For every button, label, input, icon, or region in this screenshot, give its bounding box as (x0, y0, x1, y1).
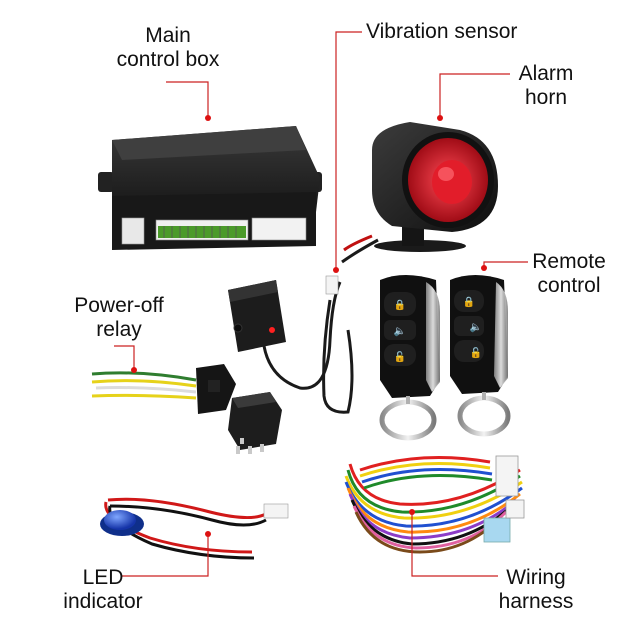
leader-alarm-horn (439, 73, 510, 118)
remote-control-right: 🔒 🔈 🔓 (450, 275, 511, 437)
leader-main-control-box (166, 81, 209, 118)
leader-led-indicator (122, 536, 209, 577)
wiring-harness (344, 455, 525, 554)
alarm-horn (341, 122, 498, 264)
leader-dots (131, 115, 487, 537)
svg-text:🔓: 🔓 (394, 350, 406, 363)
label-remote-control-line2: control (537, 274, 601, 297)
svg-text:🔈: 🔈 (394, 326, 406, 337)
label-led-indicator: LED indicator (48, 566, 158, 614)
label-main-control-box-line1: Main (145, 24, 191, 47)
label-remote-control-line1: Remote (532, 250, 606, 273)
leader-vibration-sensor (335, 31, 362, 268)
label-alarm-horn-line1: Alarm (518, 62, 574, 85)
label-power-off-relay: Power-off relay (62, 294, 176, 342)
led-indicator (100, 497, 289, 560)
svg-text:🔒: 🔒 (394, 299, 406, 311)
leader-power-off-relay (114, 345, 135, 370)
label-vibration-sensor-text: Vibration sensor (366, 20, 518, 43)
power-off-relay (91, 364, 282, 454)
label-led-indicator-line2: indicator (63, 590, 143, 613)
vibration-sensor (228, 275, 354, 414)
leader-lines (114, 31, 528, 577)
label-alarm-horn-line2: horn (524, 86, 568, 109)
svg-text:🔒: 🔒 (463, 296, 475, 308)
label-alarm-horn: Alarm horn (504, 62, 588, 110)
leader-wiring-harness (411, 514, 498, 577)
svg-text:🔓: 🔓 (470, 346, 482, 359)
remote-control-left: 🔒 🔈 🔓 (379, 275, 440, 441)
label-remote-control: Remote control (522, 250, 616, 298)
label-power-off-relay-line1: Power-off (74, 294, 164, 317)
svg-text:🔈: 🔈 (470, 322, 482, 333)
label-main-control-box: Main control box (106, 24, 230, 72)
main-control-box (98, 126, 322, 250)
label-vibration-sensor: Vibration sensor (366, 20, 517, 44)
label-wiring-harness-line1: Wiring (506, 566, 566, 589)
label-power-off-relay-line2: relay (96, 318, 142, 341)
label-main-control-box-line2: control box (116, 48, 220, 71)
label-wiring-harness-line2: harness (498, 590, 574, 613)
label-wiring-harness: Wiring harness (488, 566, 584, 614)
label-led-indicator-line1: LED (82, 566, 124, 589)
